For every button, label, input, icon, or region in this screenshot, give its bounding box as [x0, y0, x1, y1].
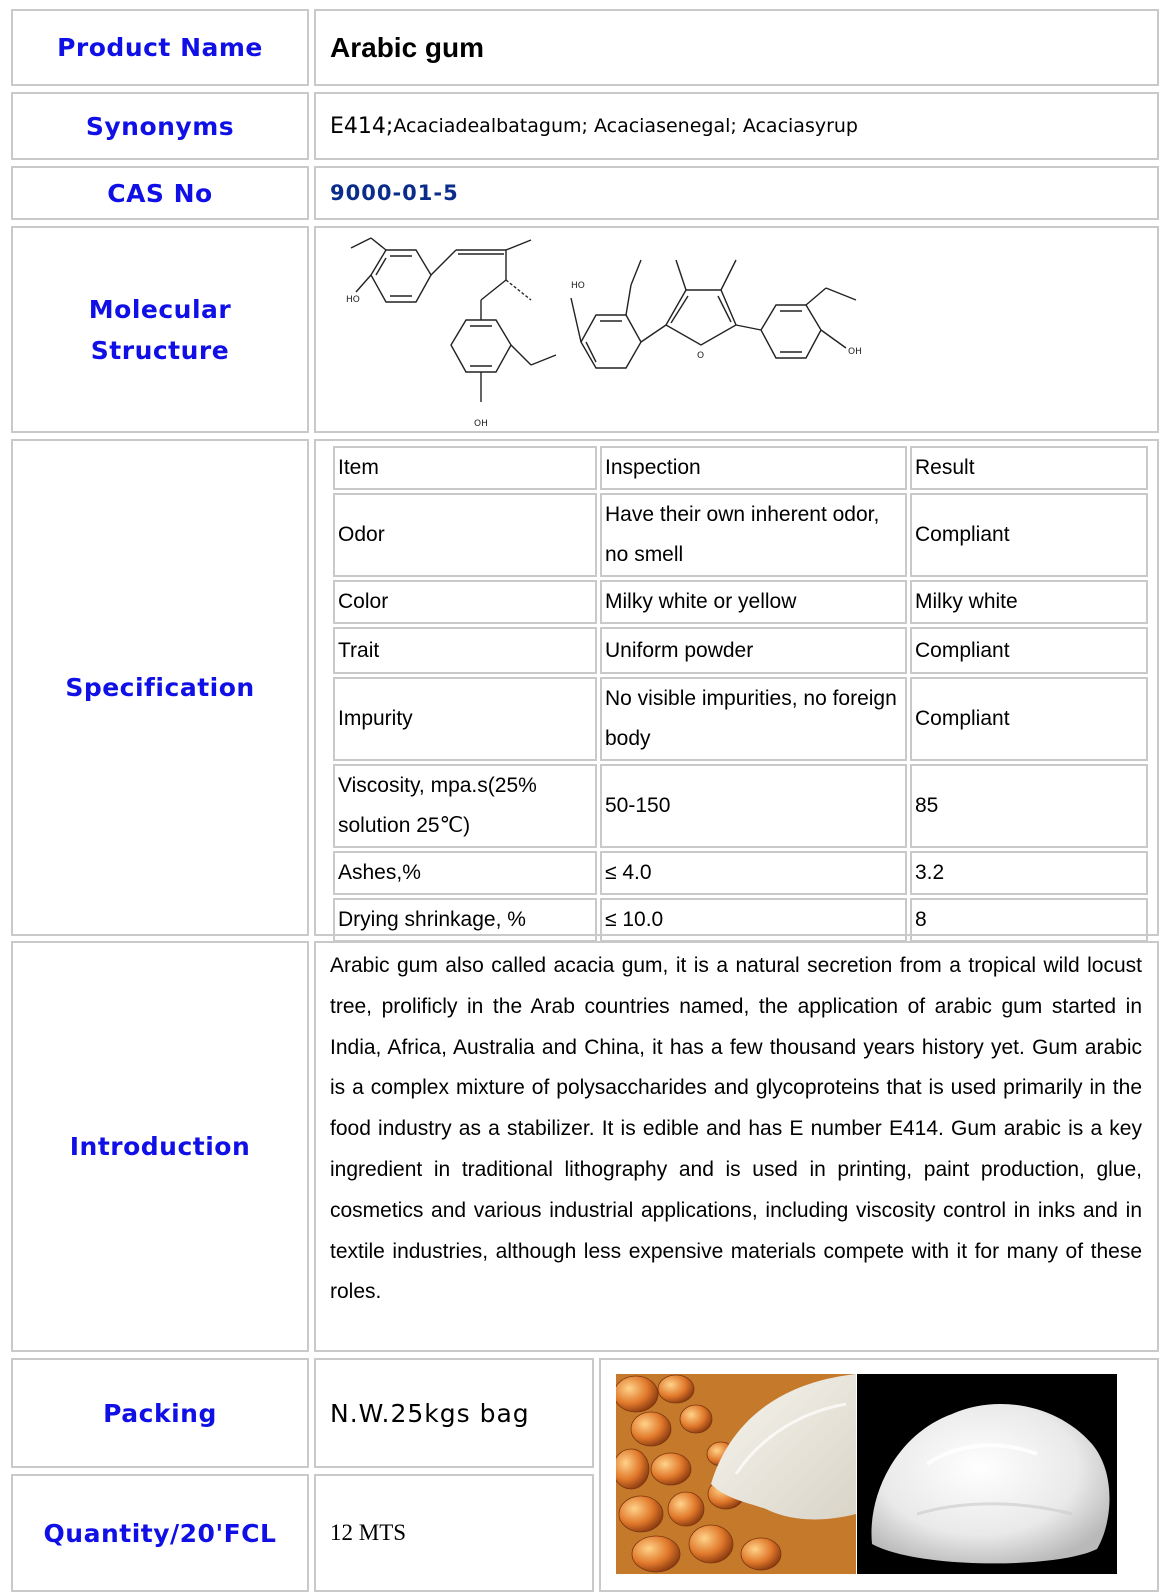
spec-cell-inspection: Milky white or yellow	[600, 580, 907, 624]
atom-label-o-1: O	[697, 351, 704, 361]
spec-cell-item: Ashes,%	[333, 851, 597, 895]
packing-value: N.W.25kgs bag	[314, 1358, 594, 1468]
spec-cell-item: Viscosity, mpa.s(25% solution 25℃)	[333, 764, 597, 848]
spec-cell-inspection: Have their own inherent odor, no smell	[600, 493, 907, 577]
spec-cell-inspection: ≤ 4.0	[600, 851, 907, 895]
quantity-text: 12 MTS	[330, 1520, 407, 1545]
table-row: Viscosity, mpa.s(25% solution 25℃) 50-15…	[333, 764, 1148, 848]
cas-number: 9000-01-5	[330, 181, 459, 205]
structure-label-line2: Structure	[90, 335, 230, 365]
spec-cell-item: Impurity	[333, 677, 597, 761]
spec-cell-result: 85	[910, 764, 1148, 848]
spec-cell-inspection: Uniform powder	[600, 627, 907, 674]
cas-label-text: CAS No	[107, 178, 213, 208]
cas-value: 9000-01-5	[314, 166, 1159, 220]
table-row: Trait Uniform powder Compliant	[333, 627, 1148, 674]
synonyms-main-text: E414;	[330, 113, 394, 139]
spec-cell-result: Compliant	[910, 493, 1148, 577]
specification-label: Specification	[11, 439, 309, 936]
spec-cell-result: Compliant	[910, 677, 1148, 761]
spec-cell-result: 3.2	[910, 851, 1148, 895]
spec-header-inspection: Inspection	[600, 446, 907, 490]
synonyms-rest-text: Acaciadealbatagum; Acaciasenegal; Acacia…	[393, 115, 858, 137]
spec-table: Item Inspection Result Odor Have their o…	[330, 443, 1151, 945]
molecular-structure-diagram: HO OH HO O OH	[346, 237, 862, 429]
spec-cell-inspection: 50-150	[600, 764, 907, 848]
synonyms-label: Synonyms	[11, 92, 309, 160]
spec-cell-result: Compliant	[910, 627, 1148, 674]
product-name-text: Arabic gum	[330, 31, 485, 63]
spec-cell-result: 8	[910, 898, 1148, 942]
spec-header-result: Result	[910, 446, 1148, 490]
table-row: Ashes,% ≤ 4.0 3.2	[333, 851, 1148, 895]
atom-label-ho-2: HO	[571, 281, 585, 291]
synonyms-value: E414;Acaciadealbatagum; Acaciasenegal; A…	[314, 92, 1159, 160]
introduction-label: Introduction	[11, 941, 309, 1352]
spec-header-item: Item	[333, 446, 597, 490]
structure-value: HO OH HO O OH	[314, 226, 1159, 433]
specification-value	[314, 439, 1159, 936]
atom-label-ho-1: HO	[346, 295, 360, 305]
introduction-label-text: Introduction	[69, 1132, 251, 1161]
spec-cell-item: Drying shrinkage, %	[333, 898, 597, 942]
atom-label-oh-1: OH	[474, 419, 488, 429]
product-photo-resin	[616, 1374, 856, 1574]
specification-label-text: Specification	[65, 673, 255, 702]
quantity-label-text: Quantity/20'FCL	[43, 1518, 277, 1548]
packing-label-text: Packing	[103, 1398, 217, 1428]
table-row: Impurity No visible impurities, no forei…	[333, 677, 1148, 761]
product-photo-powder	[857, 1374, 1117, 1574]
table-row: Drying shrinkage, % ≤ 10.0 8	[333, 898, 1148, 942]
structure-label-line1: Molecular	[88, 294, 232, 324]
spec-cell-inspection: ≤ 10.0	[600, 898, 907, 942]
product-name-label-text: Product Name	[57, 33, 263, 62]
table-row: Color Milky white or yellow Milky white	[333, 580, 1148, 624]
synonyms-label-text: Synonyms	[85, 111, 235, 141]
product-name-label: Product Name	[11, 9, 309, 86]
spec-cell-item: Color	[333, 580, 597, 624]
table-row: Odor Have their own inherent odor, no sm…	[333, 493, 1148, 577]
product-name-value: Arabic gum	[314, 9, 1159, 86]
quantity-label: Quantity/20'FCL	[11, 1474, 309, 1592]
cas-label: CAS No	[11, 166, 309, 220]
spec-cell-inspection: No visible impurities, no foreign body	[600, 677, 907, 761]
packing-text: N.W.25kgs bag	[330, 1398, 530, 1428]
spec-cell-item: Odor	[333, 493, 597, 577]
atom-label-oh-2: OH	[848, 347, 862, 357]
spec-cell-result: Milky white	[910, 580, 1148, 624]
structure-label: Molecular Structure	[11, 226, 309, 433]
packing-label: Packing	[11, 1358, 309, 1468]
spec-cell-item: Trait	[333, 627, 597, 674]
introduction-value	[314, 941, 1159, 1352]
introduction-text: Arabic gum also called acacia gum, it is…	[330, 954, 1142, 1304]
quantity-value: 12 MTS	[314, 1474, 594, 1592]
spec-table-header-row: Item Inspection Result	[333, 446, 1148, 490]
